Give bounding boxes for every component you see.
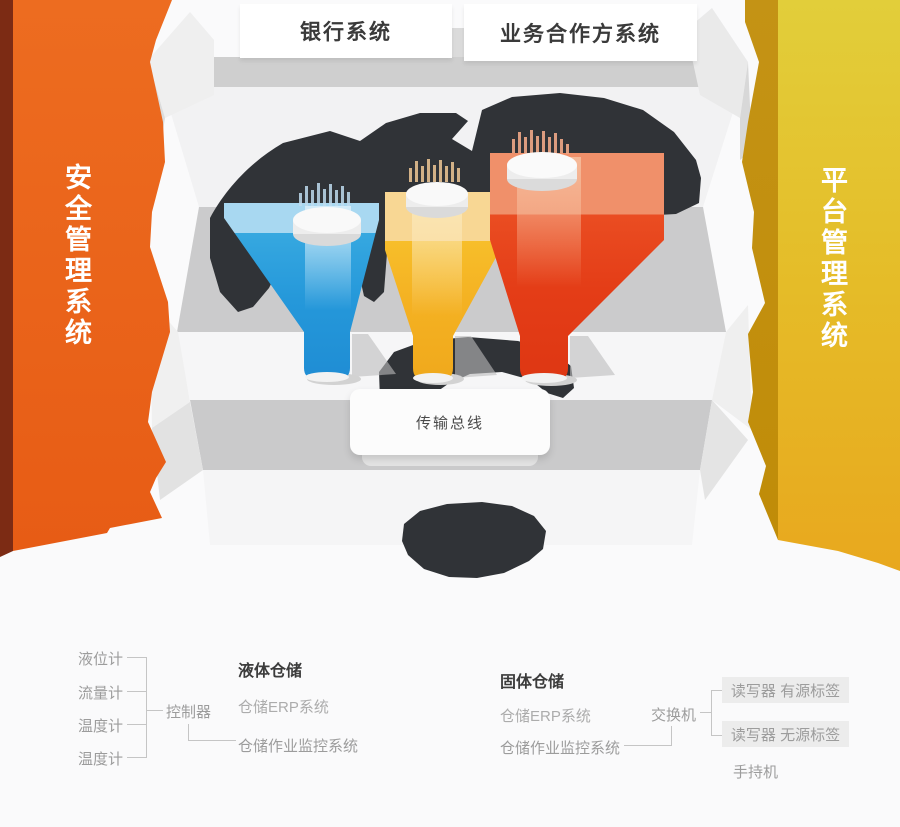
right-banner-label: 平台管理系统 (817, 166, 847, 352)
sensor-label-temp2: 温度计 (78, 751, 124, 768)
sensor-label-level: 液位计 (78, 651, 124, 668)
reader-active-tag-label: 读写器 有源标签 (730, 682, 841, 700)
liquid-storage-heading: 液体仓储 (238, 663, 303, 680)
connector-line (127, 757, 147, 758)
funnel-blue (224, 183, 396, 385)
bracket-line (146, 657, 147, 758)
connector-line (127, 724, 147, 725)
left-banner (0, 0, 172, 557)
right-banner (742, 0, 900, 571)
connector-line (671, 726, 672, 746)
connector-line (712, 735, 722, 736)
connector-line (624, 745, 672, 746)
partner-system-box: 业务合作方系统 (464, 4, 697, 61)
left-banner-label: 安全管理系统 (61, 163, 91, 349)
handheld-label: 手持机 (733, 764, 779, 781)
connector-line (147, 710, 163, 711)
reader-passive-tag-box: 读写器 无源标签 (722, 721, 849, 747)
pour-lines-blue (299, 183, 350, 206)
funnel-yellow (385, 159, 500, 385)
pour-lines-yellow (409, 159, 460, 182)
transmission-bus-box: 传输总线 (350, 389, 550, 455)
solid-erp-label: 仓储ERP系统 (500, 708, 591, 725)
funnel-red (490, 130, 664, 386)
sensor-label-flow: 流量计 (78, 685, 124, 702)
bracket-line (711, 690, 712, 736)
partner-system-label: 业务合作方系统 (500, 22, 661, 46)
connector-line (188, 724, 189, 741)
switch-label: 交换机 (651, 707, 697, 724)
transmission-bus-label: 传输总线 (415, 414, 484, 432)
pour-lines-red (512, 130, 569, 154)
reader-active-tag-box: 读写器 有源标签 (722, 677, 849, 703)
connector-line (700, 712, 712, 713)
bank-system-box: 银行系统 (240, 4, 452, 58)
connector-line (188, 740, 236, 741)
controller-label: 控制器 (166, 704, 212, 721)
liquid-monitor-label: 仓储作业监控系统 (238, 738, 359, 755)
connector-line (127, 691, 147, 692)
solid-monitor-label: 仓储作业监控系统 (500, 740, 621, 757)
reader-passive-tag-label: 读写器 无源标签 (730, 726, 841, 744)
cloud-bottom (402, 502, 546, 578)
sensor-label-temp1: 温度计 (78, 718, 124, 735)
liquid-erp-label: 仓储ERP系统 (238, 699, 329, 716)
solid-storage-heading: 固体仓储 (500, 674, 565, 691)
bank-system-label: 银行系统 (300, 21, 392, 44)
connector-line (712, 690, 722, 691)
connector-line (127, 657, 147, 658)
